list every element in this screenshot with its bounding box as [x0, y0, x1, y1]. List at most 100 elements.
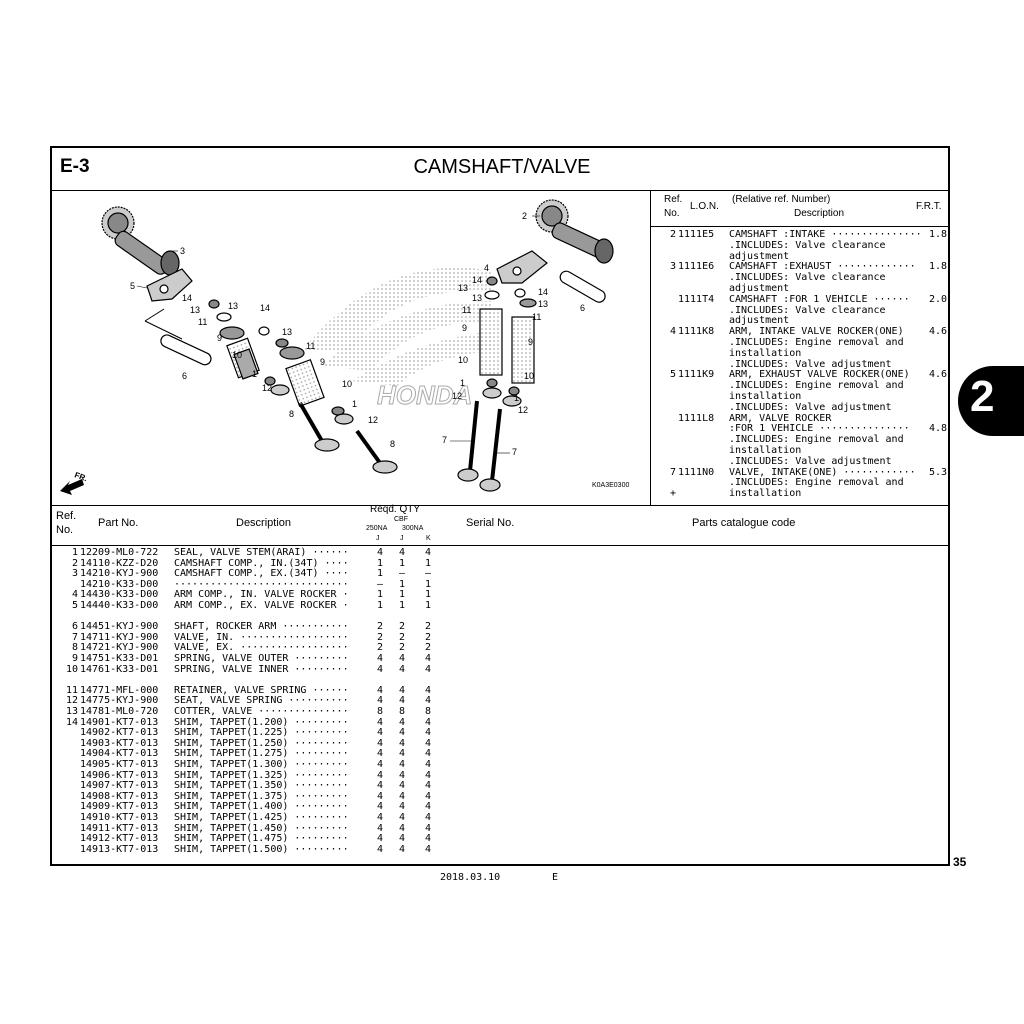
lon-description: CAMSHAFT :INTAKE ···············: [729, 229, 922, 240]
qty-300na-k: 4: [424, 790, 432, 802]
qty-250na-j: 4: [376, 748, 384, 760]
lon-code: 1111T4: [678, 293, 715, 305]
callout-12: 12: [262, 383, 272, 393]
part-number: 14902-KT7-013: [80, 727, 159, 739]
part-description: SHIM, TAPPET(1.300) ·········: [174, 759, 349, 770]
part-ref: 1: [71, 547, 78, 558]
part-ref: 2: [71, 557, 78, 569]
qty-300na-j: 4: [398, 833, 406, 845]
parts-header-model: CBF: [394, 516, 408, 523]
qty-250na-j: 1: [376, 589, 384, 601]
qty-300na-k: 4: [424, 812, 432, 823]
callout-6-b: 6: [580, 303, 585, 313]
part-number: 14901-KT7-013: [80, 716, 159, 728]
part-description: SHIM, TAPPET(1.325) ·········: [174, 769, 349, 781]
parts-header-reqd-qty: Reqd. QTY: [370, 504, 421, 515]
lon-frt: 5.3: [928, 466, 947, 478]
callout-9: 9: [217, 333, 222, 343]
qty-300na-j: 1: [398, 600, 406, 611]
lon-frt: 4.8: [928, 423, 947, 435]
lon-description: .INCLUDES: Valve adjustment: [729, 358, 892, 370]
qty-300na-j: 4: [398, 759, 406, 770]
part-description: SHIM, TAPPET(1.225) ·········: [174, 727, 349, 739]
part-description: SHIM, TAPPET(1.375) ·········: [174, 790, 349, 802]
part-ref: 5: [71, 600, 78, 611]
qty-300na-j: 4: [398, 684, 406, 696]
lon-description: .INCLUDES: Valve clearance: [729, 239, 886, 251]
qty-250na-j: 4: [376, 653, 384, 664]
parts-header-description: Description: [236, 517, 292, 529]
exhaust-valve-stack: [208, 299, 340, 452]
parts-header-catalogue-code: Parts catalogue code: [692, 517, 796, 529]
qty-300na-j: 4: [398, 653, 406, 664]
qty-250na-j: 4: [376, 812, 384, 823]
exhaust-rocker-arm: [146, 268, 193, 302]
callout-10-b: 10: [342, 379, 352, 389]
part-ref: 7: [71, 631, 78, 643]
qty-300na-j: 4: [398, 547, 406, 558]
lon-description: .INCLUDES: Valve adjustment: [729, 455, 892, 467]
part-number: 14711-KYJ-900: [80, 631, 159, 643]
part-description: SHIM, TAPPET(1.200) ·········: [174, 716, 349, 728]
callout-5: 5: [130, 281, 135, 291]
callout-14-c: 14: [472, 275, 482, 285]
lon-code: 1111L8: [678, 412, 715, 424]
figure-code: K0A3E0300: [592, 482, 629, 489]
part-description: CAMSHAFT COMP., IN.(34T) ····: [174, 557, 349, 569]
lon-description: installation: [729, 347, 802, 359]
lon-header-ref: Ref.: [664, 194, 683, 205]
exhaust-camshaft: [101, 206, 180, 276]
print-date: 2018.03.10: [440, 872, 501, 883]
valve-stacks-right: [457, 276, 537, 492]
part-number: 14775-KYJ-900: [80, 695, 159, 707]
part-number: 14909-KT7-013: [80, 801, 159, 813]
part-number: 14905-KT7-013: [80, 759, 159, 770]
callout-10-d: 10: [524, 371, 534, 381]
part-ref: 9: [71, 653, 78, 664]
section-tab[interactable]: 2: [958, 366, 1024, 436]
part-description: ARM COMP., IN. VALVE ROCKER ·: [174, 589, 349, 601]
parts-header-serial-no: Serial No.: [466, 517, 515, 529]
header-divider: [52, 190, 948, 191]
callout-13-b: 13: [228, 301, 238, 311]
section-divider: [52, 505, 948, 506]
callout-14-b: 14: [260, 303, 270, 313]
qty-250na-j: 1: [376, 557, 384, 569]
callout-1: 1: [252, 369, 257, 379]
qty-250na-j: 2: [376, 631, 384, 643]
callout-13-d: 13: [458, 283, 468, 293]
part-ref: 11: [65, 684, 78, 696]
qty-250na-j: 4: [376, 716, 384, 728]
lon-description: installation: [729, 488, 802, 500]
qty-300na-j: 4: [398, 801, 406, 813]
qty-300na-j: –: [398, 568, 406, 580]
lon-header-desc: Description: [794, 208, 845, 219]
part-number: 14761-K33-D01: [80, 663, 159, 675]
callout-8: 8: [289, 409, 294, 419]
callout-14-d: 14: [538, 287, 548, 297]
diagram-table-divider: [650, 191, 651, 505]
qty-250na-j: 1: [376, 600, 384, 611]
part-description: SPRING, VALVE OUTER ·········: [174, 653, 349, 664]
catalogue-page-frame: E-3 CAMSHAFT/VALVE HONDA: [50, 146, 950, 866]
parts-header-variant-2: 300NA: [402, 525, 424, 532]
front-direction-label: FR.: [73, 470, 88, 483]
part-description: SHIM, TAPPET(1.275) ·········: [174, 748, 349, 760]
section-tab-label: 2: [970, 372, 995, 421]
lon-description: CAMSHAFT :FOR 1 VEHICLE ······: [729, 293, 910, 305]
callout-1-d: 1: [514, 393, 519, 403]
part-number: 14910-KT7-013: [80, 812, 159, 823]
qty-300na-k: 2: [424, 631, 432, 643]
lon-frt: 2.0: [928, 293, 947, 305]
qty-300na-k: 4: [424, 737, 432, 749]
part-description: ARM COMP., EX. VALVE ROCKER ·: [174, 600, 349, 611]
qty-300na-j: 2: [398, 631, 406, 643]
lon-description: ARM, INTAKE VALVE ROCKER(ONE): [729, 326, 904, 338]
parts-header-type-2: J: [400, 535, 404, 542]
part-description: SEAL, VALVE STEM(ARAI) ······: [174, 547, 349, 558]
qty-250na-j: 2: [376, 642, 384, 654]
qty-250na-j: 1: [376, 568, 384, 580]
front-direction-arrow: FR.: [60, 470, 89, 495]
qty-300na-k: 4: [424, 748, 432, 760]
part-number: 14904-KT7-013: [80, 748, 159, 760]
